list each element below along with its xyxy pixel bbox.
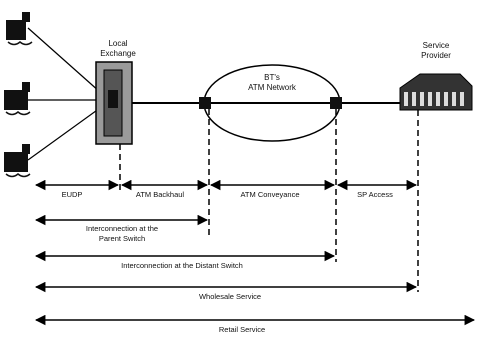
distant-switch-label: Interconnection at the Distant Switch <box>121 261 243 270</box>
access-line-bottom <box>28 108 100 160</box>
customer-site-bottom <box>4 144 30 177</box>
local-exchange-box <box>96 62 132 144</box>
atm-conveyance-label: ATM Conveyance <box>240 190 299 199</box>
access-line-top <box>28 28 100 92</box>
service-provider-building <box>400 74 472 110</box>
atm-network-label-1: BT's <box>264 73 280 82</box>
parent-switch-label-2: Parent Switch <box>99 234 145 243</box>
wholesale-label: Wholesale Service <box>199 292 261 301</box>
local-exchange-label-2: Exchange <box>100 49 136 58</box>
atm-network-label-2: ATM Network <box>248 83 297 92</box>
atm-switch-left <box>199 97 211 109</box>
retail-label: Retail Service <box>219 325 265 334</box>
service-provider-label-2: Provider <box>421 51 451 60</box>
customer-site-middle <box>4 82 30 115</box>
service-provider-label-1: Service <box>423 41 450 50</box>
atm-switch-right <box>330 97 342 109</box>
parent-switch-label-1: Interconnection at the <box>86 224 158 233</box>
atm-backhaul-label: ATM Backhaul <box>136 190 185 199</box>
eudp-label: EUDP <box>62 190 83 199</box>
sp-access-label: SP Access <box>357 190 393 199</box>
local-exchange-label-1: Local <box>108 39 127 48</box>
